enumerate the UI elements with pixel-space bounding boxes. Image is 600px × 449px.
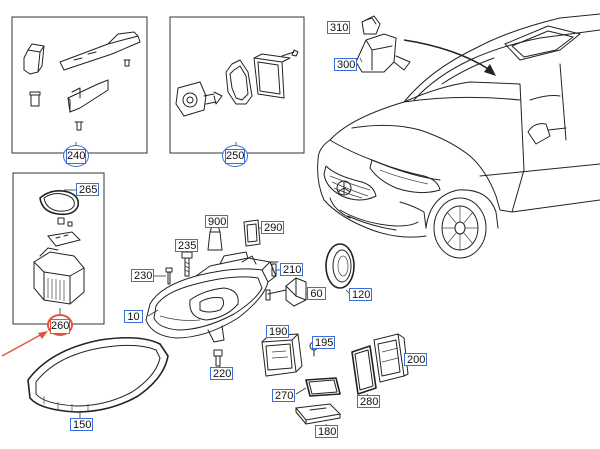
- part-300-310: [355, 15, 411, 73]
- callout-270[interactable]: 270: [272, 389, 295, 402]
- screw-220: [213, 349, 223, 367]
- callout-220[interactable]: 220: [210, 367, 233, 380]
- callout-200[interactable]: 200: [404, 353, 427, 366]
- callout-280[interactable]: 280: [357, 395, 380, 408]
- part-180-module: [295, 403, 342, 425]
- callout-180[interactable]: 180: [315, 425, 338, 438]
- group-callout-260[interactable]: 260: [47, 314, 73, 336]
- callout-310[interactable]: 310: [327, 21, 350, 34]
- group-label-250: 250: [225, 149, 245, 164]
- part-900: [207, 225, 223, 251]
- location-arrowhead: [484, 64, 496, 76]
- part-270-seal: [305, 377, 341, 397]
- part-10-headlamp: [145, 251, 277, 343]
- callout-900[interactable]: 900: [205, 215, 228, 228]
- part-150-cover-lens: [27, 336, 169, 413]
- group-callout-240[interactable]: 240: [63, 145, 89, 167]
- callout-150[interactable]: 150: [70, 418, 93, 431]
- callout-60[interactable]: 60: [307, 287, 326, 300]
- location-arrow: [403, 39, 491, 71]
- part-280-gasket: [351, 345, 377, 395]
- callout-120[interactable]: 120: [349, 288, 372, 301]
- callout-290[interactable]: 290: [261, 221, 284, 234]
- callout-230[interactable]: 230: [131, 269, 154, 282]
- group-callout-250[interactable]: 250: [222, 145, 248, 167]
- callout-300[interactable]: 300: [334, 58, 357, 71]
- part-190-module: [261, 333, 303, 377]
- part-210: [269, 261, 279, 277]
- callout-235[interactable]: 235: [175, 239, 198, 252]
- car-illustration: [317, 13, 600, 259]
- highlight-arrow: [1, 331, 48, 357]
- group-260-box: [12, 172, 105, 325]
- callout-10[interactable]: 10: [124, 310, 143, 323]
- group-label-260: 260: [50, 319, 70, 334]
- screw-235: [181, 251, 193, 277]
- callout-190[interactable]: 190: [266, 325, 289, 338]
- group-label-240: 240: [66, 149, 86, 164]
- part-120-cap: [325, 243, 355, 289]
- part-60-bulb: [265, 277, 307, 307]
- group-250-box: [169, 16, 305, 154]
- callout-195[interactable]: 195: [312, 336, 335, 349]
- part-290: [243, 219, 261, 247]
- group-240-box: [11, 16, 148, 154]
- screw-230: [165, 267, 173, 285]
- part-200-control-unit: [373, 333, 409, 383]
- callout-265[interactable]: 265: [76, 183, 99, 196]
- callout-210[interactable]: 210: [280, 263, 303, 276]
